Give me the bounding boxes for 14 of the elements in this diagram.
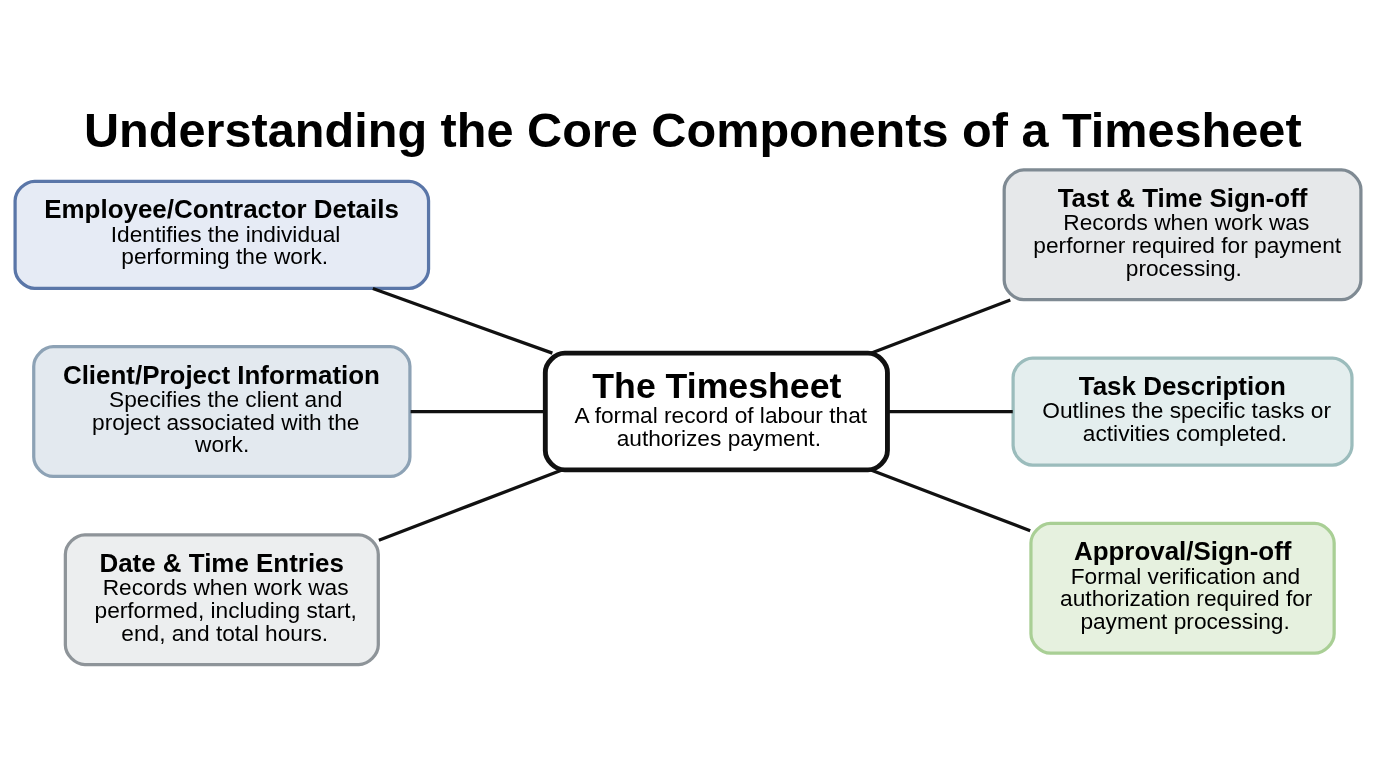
node-box: Tast & Time Sign-off Records when work was perforner required for payment processing. [1002,168,1363,302]
connector [372,287,553,355]
node-box: The Timesheet A formal record of labour that authorizes payment. [542,350,890,473]
connector [870,298,1011,355]
node-box: Task Description Outlines the specific tasks or activities completed. [1011,356,1354,467]
connector [378,468,563,542]
node-box: Client/Project Information Specifies the client and project associated with the work. [32,345,412,479]
connector [887,409,1013,414]
diagram-title: Understanding the Core Components of a Timesheet [84,103,1302,158]
node-box: Employee/Contractor Details Identifies the individual performing the work. [13,179,431,290]
node-box: Date & Time Entries Records when work was performed, including start, end, and total hours. [63,533,380,667]
connector [870,468,1031,533]
connector [410,409,546,414]
node-box: Approval/Sign-off Formal verification and authorization required for payment processing. [1029,521,1336,655]
